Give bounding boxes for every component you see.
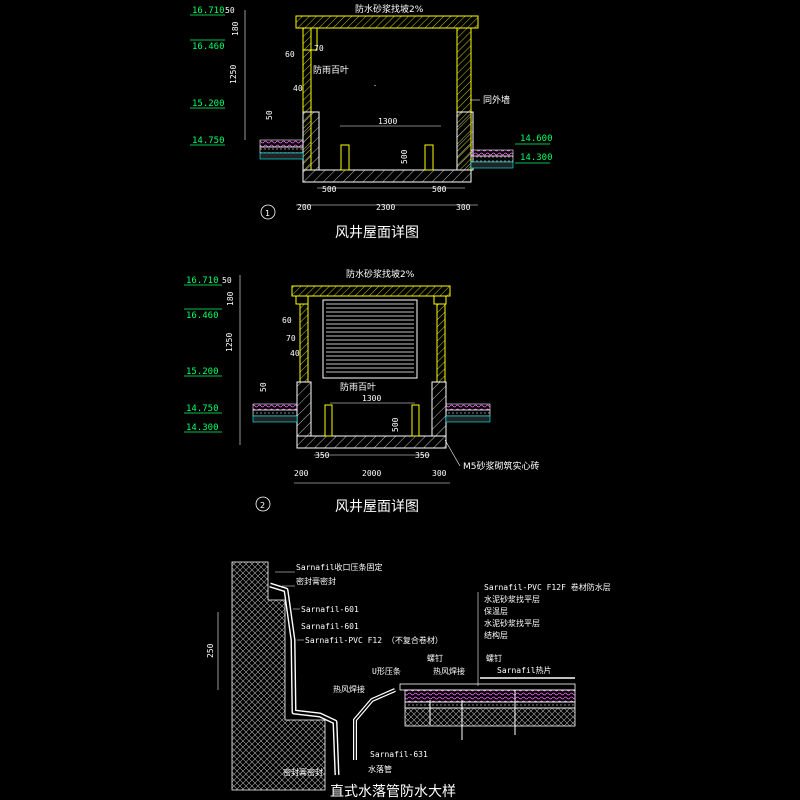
label-3-l8: 密封膏密封 [283,767,323,777]
drawing-2-number: 2 [260,501,265,510]
elev-2-e: 14.300 [186,423,219,433]
dim-2-v5: 500 [391,417,400,432]
elev-1-d: 14.750 [192,136,225,146]
dim-2-v2: 1250 [225,333,234,352]
dims-2: 50 180 1250 40 50 500 60 70 1300 350 350… [222,276,447,478]
dim-1-b2: 300 [456,203,471,212]
layers-right-3: Sarnafil-PVC F12F 卷材防水层 水泥砂浆找平层 保温层 水泥砂浆… [484,582,611,640]
dim-2-s0: 60 [282,316,292,325]
dim-2-bi1: 350 [415,451,430,460]
dim-1-inner: 1300 [378,117,397,126]
drawing-3-title: 直式水落管防水大样 [330,783,456,800]
dim-1-v2: 1250 [229,65,238,84]
louver-label-1: 防雨百叶 [313,64,349,76]
drawing-1-title: 风井屋面详图 [335,225,419,241]
drawing-1-number: 1 [265,209,270,218]
dim-2-v4: 50 [259,382,268,392]
label-3-m1: U形压条 [372,666,401,676]
top-note-2: 防水砂浆找坡2% [346,268,415,280]
drawing-1: 16.710 16.460 15.200 14.750 14.600 14.30… [190,3,553,241]
label-3-m0: 螺钉 [427,653,443,663]
dim-2-b2: 300 [432,469,447,478]
dim-1-v5: 500 [400,149,409,164]
dim-1-v4: 50 [265,110,274,120]
drawing-2-title: 风井屋面详图 [335,499,419,515]
drawing-2-number-circle [255,496,271,512]
dim-1-v1: 180 [231,21,240,36]
label-3-l4: Sarnafil-PVC F12 （不复合卷材） [305,635,443,645]
elevations-2: 16.710 16.460 15.200 14.750 14.300 [184,276,222,433]
layer-3-0: Sarnafil-PVC F12F 卷材防水层 [484,582,611,592]
layer-3-4: 结构层 [484,630,508,640]
label-3-l6: Sarnafil-631 [370,750,428,759]
top-note-1: 防水砂浆找坡2% [355,3,424,15]
elev-2-c: 15.200 [186,367,219,377]
label-3-l3: Sarnafil-601 [301,622,359,631]
wall-mass-3 [231,561,326,791]
dim-2-b1: 2000 [362,469,381,478]
fill-label-2: M5砂浆砌筑实心砖 [463,460,540,472]
elevations-right-1: 14.600 14.300 [515,134,553,164]
layer-3-1: 水泥砂浆找平层 [484,594,540,604]
base-slab-1 [302,169,472,183]
label-3-l7: 水落管 [368,764,392,774]
dim-1-s1: 70 [314,44,324,53]
dim-2-inner: 1300 [362,394,381,403]
labels-mid-3: 螺钉 U形压条 热风焊接 螺钉 Sarnafil热片 [372,653,552,676]
dims-1: 50 180 1250 40 50 500 60 70 1300 500 500… [225,6,471,212]
dim-1-v3: 40 [293,84,303,93]
elev-1-e: 14.600 [520,134,553,144]
dim-2-v3: 40 [290,349,300,358]
elev-1-c: 15.200 [192,99,225,109]
dim-2-b0: 200 [294,469,309,478]
dim-1-bi0: 500 [322,185,337,194]
louver-label-2: 防雨百叶 [340,381,376,393]
elev-1-f: 14.300 [520,153,553,163]
dim-2-bi0: 350 [315,451,330,460]
louver-panel-2 [322,299,418,379]
drawing-2: 16.710 16.460 15.200 14.750 14.300 防水砂浆找… [184,268,540,515]
dim-1-v0: 50 [225,6,235,15]
elev-2-d: 14.750 [186,404,219,414]
label-3-m2: 热风焊接 [433,666,465,676]
dim-1-bi1: 500 [432,185,447,194]
dim-2-v0: 50 [222,276,232,285]
layer-3-3: 水泥砂浆找平层 [484,618,540,628]
drawing-3: 250 Sarnafil收口压条固定 密封膏密封 Sarnafil-601 Sa… [206,561,611,800]
label-3-l2: Sarnafil-601 [301,605,359,614]
roof-slab-1 [295,15,479,29]
drawing-1-number-circle [260,204,276,220]
dim-2-v1: 180 [226,291,235,306]
label-3-l1: 密封膏密封 [296,576,336,586]
elevations-left-1: 16.710 16.460 15.200 14.750 [190,6,225,146]
label-3-m3: 螺钉 [486,653,502,663]
elev-2-b: 16.460 [186,311,219,321]
dim-3-height: 250 [206,643,215,658]
elev-1-a: 16.710 [192,6,225,16]
dim-1-s0: 60 [285,50,295,59]
layer-3-2: 保温层 [484,606,508,616]
elev-2-a: 16.710 [186,276,219,286]
label-3-l0: Sarnafil收口压条固定 [296,562,383,572]
dim-1-b1: 2300 [376,203,395,212]
label-3-m4: Sarnafil热片 [497,665,552,675]
dim-2-s1: 70 [286,334,296,343]
wall-label-1: 同外墙 [483,94,510,106]
label-3-l5: 热风焊接 [333,684,365,694]
dim-1-b0: 200 [297,203,312,212]
elev-1-b: 16.460 [192,42,225,52]
labels-left-3: Sarnafil收口压条固定 密封膏密封 Sarnafil-601 Sarnaf… [283,562,443,777]
